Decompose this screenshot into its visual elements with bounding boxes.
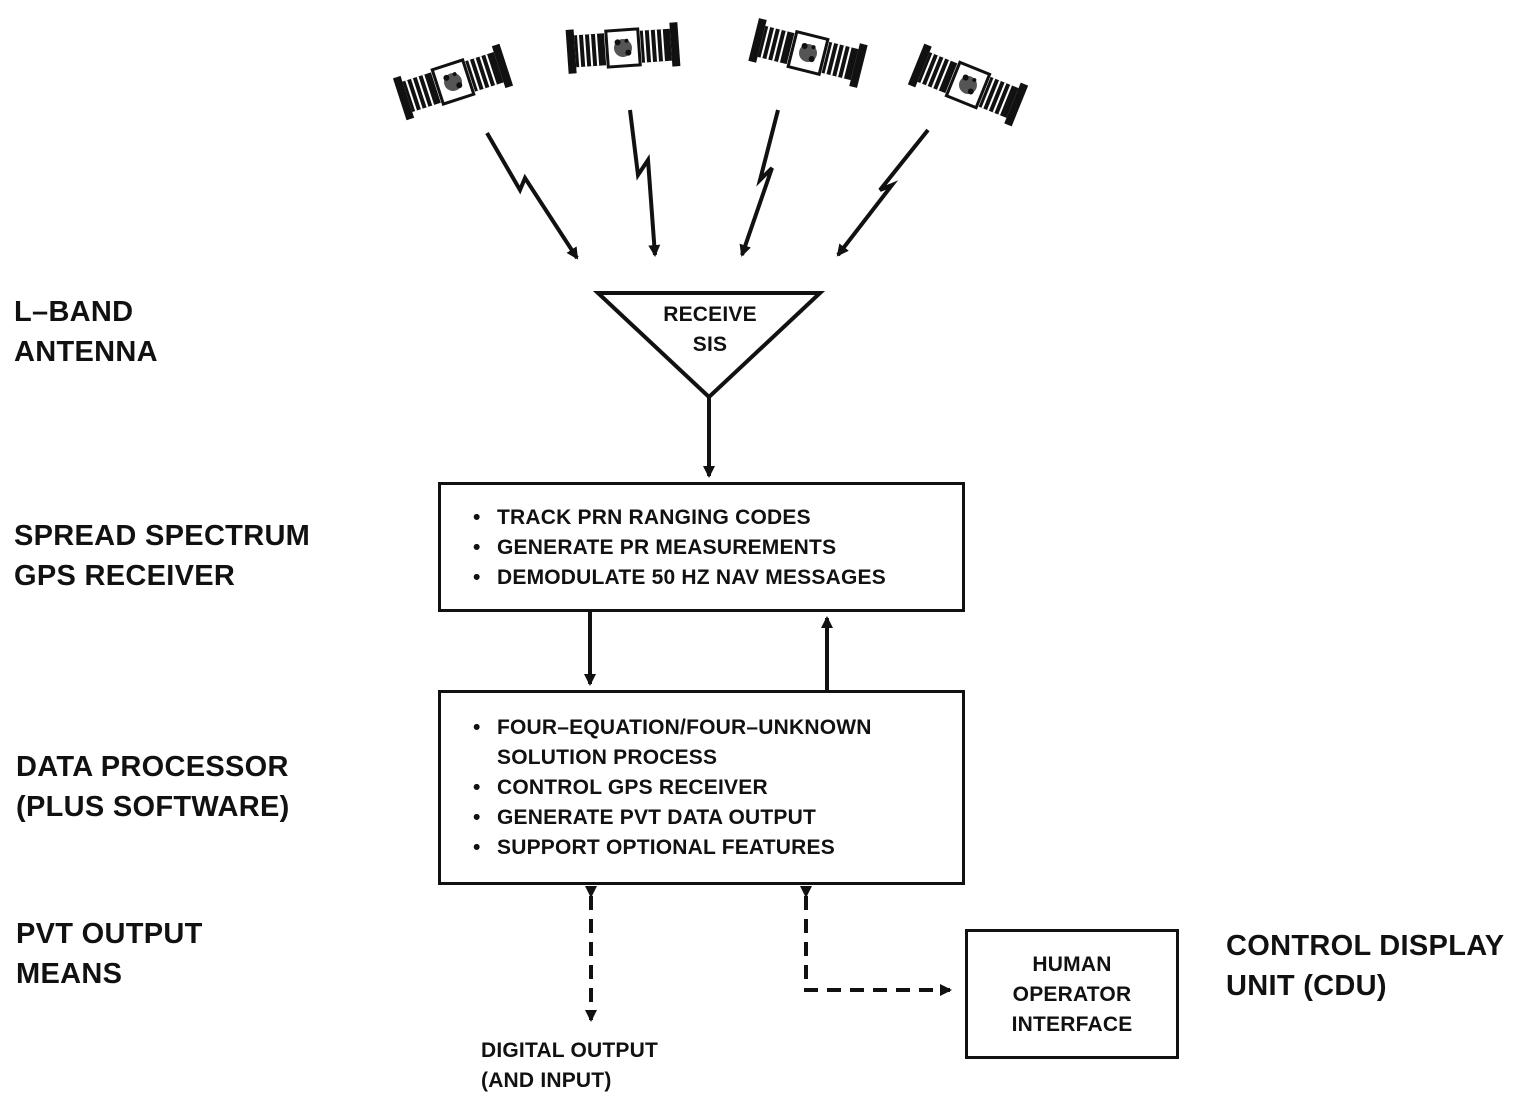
receiver-item: •GENERATE PR MEASUREMENTS (471, 533, 962, 563)
label-l-band-antenna: L–BAND ANTENNA (14, 296, 158, 368)
hoi-text: HUMAN OPERATOR INTERFACE (1011, 953, 1133, 1036)
satellite-icon (746, 16, 870, 90)
signal-arrow (739, 109, 780, 257)
receiver-item: •TRACK PRN RANGING CODES (471, 503, 962, 533)
antenna-text: RECEIVE SIS (663, 303, 757, 356)
label-data-processor: DATA PROCESSOR (PLUS SOFTWARE) (16, 751, 290, 823)
receiver-box: •TRACK PRN RANGING CODES •GENERATE PR ME… (438, 482, 965, 612)
satellite-icon (391, 42, 515, 122)
processor-item: •SUPPORT OPTIONAL FEATURES (471, 833, 962, 863)
label-cdu: CONTROL DISPLAY UNIT (CDU) (1226, 930, 1505, 1002)
hoi-box: HUMAN OPERATOR INTERFACE (965, 929, 1179, 1059)
arrow-hoi-link (800, 886, 952, 996)
bullet-icon: • (473, 776, 481, 799)
processor-item: •CONTROL GPS RECEIVER (471, 773, 962, 803)
receiver-item: •DEMODULATE 50 HZ NAV MESSAGES (471, 563, 962, 593)
bullet-icon: • (473, 836, 481, 859)
bullet-icon: • (473, 536, 481, 559)
signal-arrow (485, 131, 579, 260)
bullet-icon: • (473, 566, 481, 589)
bullet-icon: • (473, 506, 481, 529)
signal-arrow (628, 109, 661, 257)
signal-arrow (836, 128, 930, 257)
bullet-icon: • (473, 716, 481, 739)
satellite-icon (906, 42, 1030, 128)
satellite-icon (564, 20, 682, 76)
digital-output-label: DIGITAL OUTPUT (AND INPUT) (481, 1039, 659, 1092)
bullet-icon: • (473, 806, 481, 829)
antenna-triangle (592, 291, 826, 400)
label-pvt-output: PVT OUTPUT MEANS (16, 918, 203, 990)
processor-item: •GENERATE PVT DATA OUTPUT (471, 803, 962, 833)
label-gps-receiver: SPREAD SPECTRUM GPS RECEIVER (14, 520, 311, 592)
